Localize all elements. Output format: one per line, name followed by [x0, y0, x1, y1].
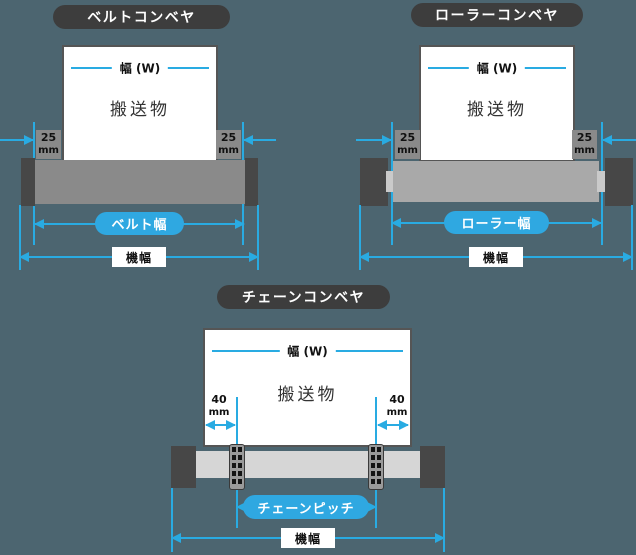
roller-item-width-dimension: 幅 (W)	[428, 59, 566, 77]
roller-machine-extension-line-right	[631, 205, 633, 270]
belt-frame-cap-right	[245, 158, 258, 206]
belt-machine-extension-line-right	[257, 205, 259, 270]
chain-margin-label-right: 40 mm	[386, 392, 408, 418]
chain-machine-extension-line-right	[443, 488, 445, 552]
belt-margin-label-right: 25 mm	[216, 130, 241, 159]
roller-axle-left	[386, 171, 394, 192]
chain-frame-block-right	[420, 446, 445, 488]
roller-margin-label-right: 25 mm	[572, 130, 597, 159]
chain-margin-arrow-left	[205, 420, 236, 430]
belt-machine-width-label: 機幅	[112, 247, 166, 267]
roller-axle-right	[597, 171, 605, 192]
belt-frame-cap-left	[21, 158, 35, 206]
chain-item-width-label: 幅 (W)	[279, 342, 336, 360]
roller-conveyor-title: ローラーコンベヤ	[411, 3, 583, 27]
roller-cargo-box: 幅 (W) 搬送物	[419, 45, 575, 162]
roller-margin-label-left: 25 mm	[395, 130, 420, 159]
belt-conveyor-title: ベルトコンベヤ	[53, 5, 230, 29]
roller-item-width-label: 幅 (W)	[468, 59, 526, 77]
chain-sprocket-right	[368, 444, 384, 490]
belt-width-pill: ベルト幅	[95, 212, 184, 235]
belt-item-width-label: 幅 (W)	[111, 59, 169, 77]
roller-machine-width-label: 機幅	[469, 247, 523, 267]
roller-cargo-label: 搬送物	[467, 100, 527, 120]
chain-sprocket-left	[229, 444, 245, 490]
belt-surface	[35, 160, 245, 204]
belt-item-width-dimension: 幅 (W)	[71, 59, 209, 77]
roller-width-pill: ローラー幅	[444, 211, 549, 234]
chain-pitch-pill: チェーンピッチ	[243, 495, 369, 519]
belt-margin-arrow-left	[0, 135, 34, 145]
chain-margin-arrow-right	[377, 420, 409, 430]
chain-machine-extension-line-left	[171, 488, 173, 552]
roller-body	[393, 161, 599, 202]
chain-machine-width-label: 機幅	[281, 528, 335, 548]
roller-frame-block-left	[360, 158, 388, 206]
chain-item-width-dimension: 幅 (W)	[212, 342, 403, 360]
belt-cargo-box: 幅 (W) 搬送物	[62, 45, 218, 162]
belt-machine-extension-line-left	[19, 205, 21, 270]
chain-frame-block-left	[171, 446, 196, 488]
chain-conveyor-title: チェーンコンベヤ	[217, 285, 390, 309]
roller-machine-extension-line-left	[359, 205, 361, 270]
roller-frame-block-right	[605, 158, 633, 206]
roller-margin-arrow-right	[602, 135, 636, 145]
belt-margin-label-left: 25 mm	[36, 130, 61, 159]
chain-cargo-label: 搬送物	[277, 385, 338, 405]
chain-margin-label-left: 40 mm	[208, 392, 230, 418]
belt-margin-arrow-right	[243, 135, 276, 145]
belt-cargo-label: 搬送物	[110, 100, 170, 120]
roller-margin-arrow-left	[356, 135, 392, 145]
